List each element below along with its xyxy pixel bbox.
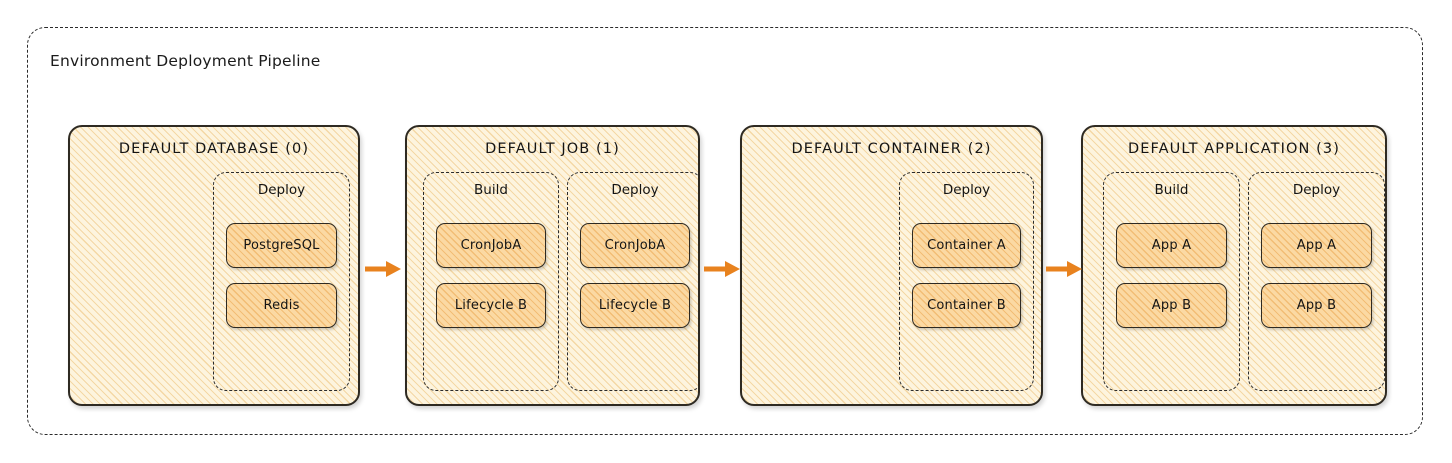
node-box[interactable]: CronJobA	[436, 223, 546, 268]
node-label: Lifecycle B	[598, 298, 672, 313]
node-box[interactable]: Container B	[912, 283, 1021, 328]
node-label: CronJobA	[460, 238, 522, 253]
flow-arrow-icon	[703, 258, 743, 280]
group-title: Build	[1154, 182, 1189, 198]
node-box[interactable]: Redis	[226, 283, 337, 328]
flow-arrow-icon	[364, 258, 404, 280]
node-box[interactable]: Lifecycle B	[436, 283, 546, 328]
stage-title: DEFAULT CONTAINER (2)	[791, 141, 992, 157]
group-title: Deploy	[257, 182, 306, 198]
node-label: App A	[1151, 238, 1192, 253]
stage-title: DEFAULT JOB (1)	[485, 141, 620, 157]
group-title: Deploy	[942, 182, 991, 198]
node-box[interactable]: CronJobA	[580, 223, 690, 268]
group-title: Build	[474, 182, 508, 198]
node-box[interactable]: Container A	[912, 223, 1021, 268]
node-label: Container A	[927, 238, 1006, 253]
node-label: CronJobA	[604, 238, 666, 253]
pipeline-outer-frame	[27, 27, 1423, 435]
node-label: Container B	[927, 298, 1006, 313]
flow-arrow-icon	[1045, 258, 1085, 280]
node-box[interactable]: App B	[1116, 283, 1227, 328]
node-box[interactable]: Lifecycle B	[580, 283, 690, 328]
node-label: App A	[1296, 238, 1337, 253]
node-label: Redis	[263, 298, 300, 313]
node-box[interactable]: PostgreSQL	[226, 223, 337, 268]
stage-title: DEFAULT DATABASE (0)	[118, 141, 310, 157]
group-title: Deploy	[1292, 182, 1341, 198]
group-title: Deploy	[611, 182, 659, 198]
node-label: Lifecycle B	[454, 298, 528, 313]
node-label: App B	[1151, 298, 1192, 313]
stage-title: DEFAULT APPLICATION (3)	[1128, 141, 1340, 157]
node-label: PostgreSQL	[243, 238, 320, 253]
node-box[interactable]: App A	[1116, 223, 1227, 268]
node-box[interactable]: App A	[1261, 223, 1372, 268]
node-box[interactable]: App B	[1261, 283, 1372, 328]
node-label: App B	[1296, 298, 1337, 313]
page-title: Environment Deployment Pipeline	[50, 52, 321, 70]
